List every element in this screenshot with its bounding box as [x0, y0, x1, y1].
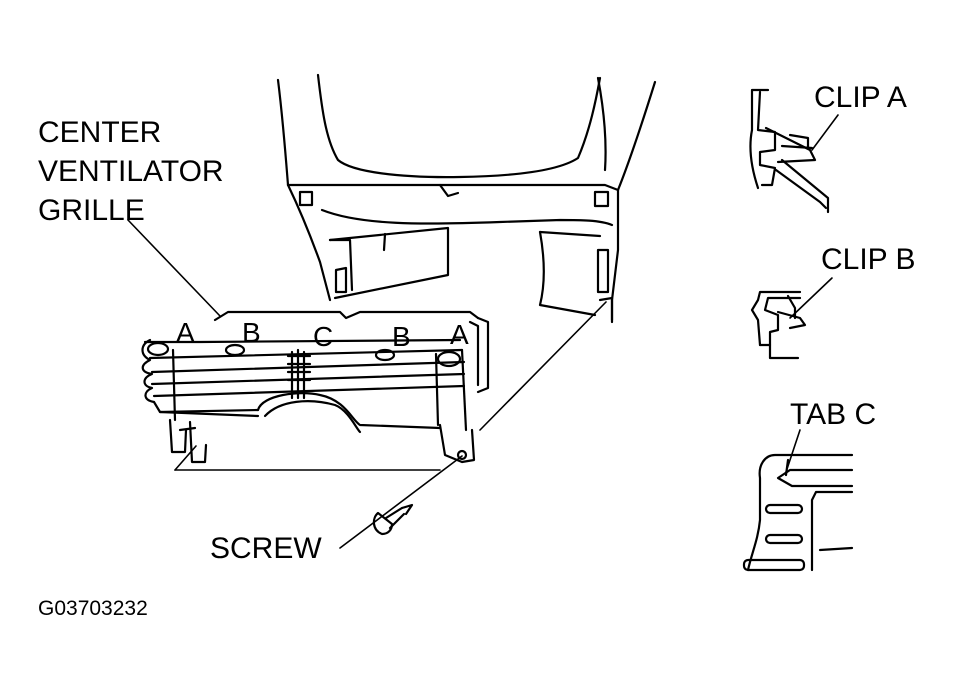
- clip-a-detail: [749, 88, 830, 214]
- label-grille: GRILLE: [38, 194, 145, 227]
- marker-c: C: [313, 321, 333, 352]
- label-clip-b: CLIP B: [821, 243, 916, 276]
- marker-a-left: A: [176, 317, 195, 348]
- figure-code: G03703232: [38, 597, 148, 620]
- marker-a-right: A: [450, 319, 469, 350]
- marker-b-right: B: [392, 321, 411, 352]
- dashboard-outline: [276, 73, 657, 324]
- ventilator-grille: [141, 310, 490, 471]
- marker-b-left: B: [242, 317, 261, 348]
- label-center: CENTER: [38, 116, 161, 149]
- label-tab-c: TAB C: [790, 398, 876, 431]
- leader-lines: [127, 114, 839, 549]
- tab-c-detail: [742, 453, 854, 572]
- label-ventilator: VENTILATOR: [38, 155, 224, 188]
- screw-icon: [372, 503, 414, 536]
- label-clip-a: CLIP A: [814, 81, 907, 114]
- label-screw: SCREW: [210, 532, 322, 565]
- clip-b-detail: [750, 290, 807, 360]
